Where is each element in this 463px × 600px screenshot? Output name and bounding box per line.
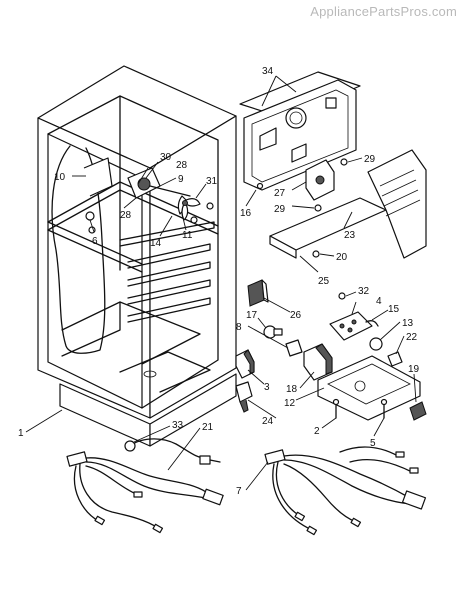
callout-labels: 34 30 28 9 31 10 6 28 14 11 29 27 29 16 … [18,66,420,497]
callout-17: 17 [246,310,258,321]
callout-28-top: 28 [176,160,188,171]
callout-20: 20 [336,252,348,263]
callout-25: 25 [318,276,330,287]
callout-9: 9 [178,174,184,185]
leader-lines [25,75,417,491]
callout-24: 24 [262,416,274,427]
callout-26: 26 [290,310,302,321]
callout-29-mid: 29 [274,204,286,215]
callout-28-bottom: 28 [120,210,132,221]
callout-2: 2 [314,426,320,437]
callout-4: 4 [376,296,382,307]
callout-7: 7 [236,486,242,497]
watermark-text: AppliancePartsPros.com [310,4,457,19]
control-board-and-tray [317,292,427,421]
callout-10: 10 [54,172,66,183]
callout-16: 16 [240,208,252,219]
callout-19: 19 [408,364,420,375]
callout-32: 32 [358,286,370,297]
callout-5: 5 [370,438,376,449]
wire-harness-right [264,446,427,536]
callout-29-top: 29 [364,154,376,165]
callout-12: 12 [284,398,296,409]
callout-31: 31 [206,176,218,187]
callout-23: 23 [344,230,356,241]
callout-22: 22 [406,332,418,343]
cabinet-liner [37,65,237,447]
callout-30: 30 [160,152,172,163]
callout-8: 8 [236,322,242,333]
callout-11: 11 [182,230,193,241]
callout-15: 15 [388,304,400,315]
callout-34: 34 [262,66,274,77]
callout-14: 14 [150,238,162,249]
callout-33: 33 [172,420,184,431]
callout-13: 13 [402,318,414,329]
callout-21: 21 [202,422,214,433]
callout-3: 3 [264,382,270,393]
control-housing [239,71,427,259]
callout-1: 1 [18,428,24,439]
callout-6: 6 [92,236,98,247]
wire-harness-left [66,438,224,534]
callout-18: 18 [286,384,298,395]
callout-27: 27 [274,188,286,199]
